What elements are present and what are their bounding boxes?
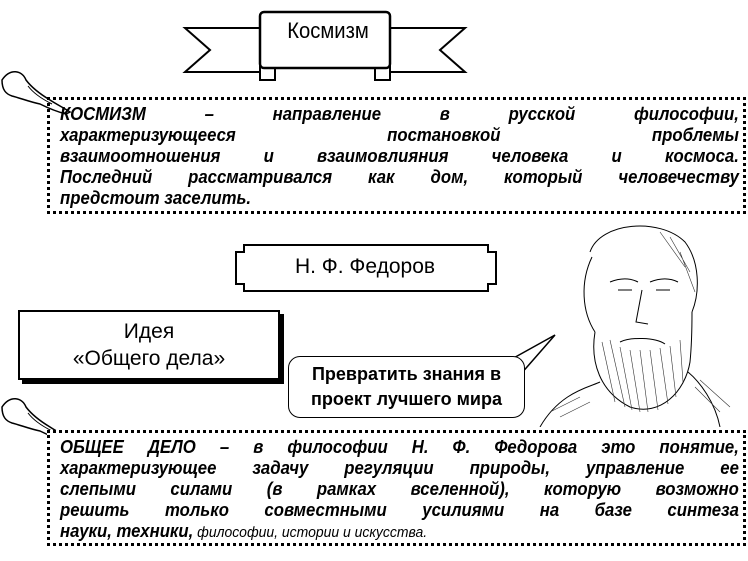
definition-line: характеризующее задачу регуляции природы… <box>60 458 739 478</box>
fedorov-portrait <box>539 225 731 427</box>
definition-line: слепыми силами (в рамках вселенной), кот… <box>60 479 739 499</box>
definition-line: взаимоотношения и взаимовлияния человека… <box>60 146 739 166</box>
bubble-line: проект лучшего мира <box>310 389 502 409</box>
bubble-line: Превратить знания в <box>311 364 502 384</box>
definition-cosmism-box: КОСМИЗМ – направление в русской философи… <box>47 97 746 214</box>
definition-line: науки, техники, философии, истории и иск… <box>60 521 739 543</box>
idea-line: Идея <box>123 320 175 343</box>
page-title: Космизм <box>287 18 369 43</box>
definition-line: КОСМИЗМ – направление в русской философи… <box>60 104 739 124</box>
definition-line: Последний рассматривался как дом, которы… <box>60 167 739 187</box>
ribbon-banner <box>182 10 468 81</box>
idea-line: «Общего дела» <box>72 347 226 370</box>
idea-box: Идея «Общего дела» <box>18 310 280 380</box>
definition-bold-part: науки, техники, <box>60 521 194 541</box>
definition-common-cause-box: ОБЩЕЕ ДЕЛО – в философии Н. Ф. Федорова … <box>47 430 746 546</box>
definition-line: характеризующееся постановкой проблемы <box>60 125 739 145</box>
definition-regular-part: философии, истории и искусства. <box>193 524 428 541</box>
definition-line: ОБЩЕЕ ДЕЛО – в философии Н. Ф. Федорова … <box>60 437 739 457</box>
person-name: Н. Ф. Федоров <box>294 255 436 278</box>
definition-line: предстоит заселить. <box>60 188 252 208</box>
definition-line: решить только совместными усилиями на ба… <box>60 500 739 520</box>
name-frame <box>235 244 497 292</box>
speech-bubble: Превратить знания в проект лучшего мира <box>288 356 525 418</box>
